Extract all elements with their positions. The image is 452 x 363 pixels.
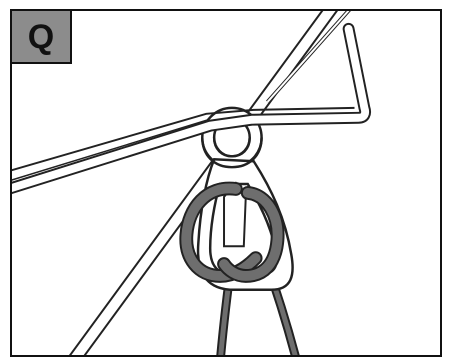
assembly-illustration (12, 11, 440, 355)
support-pole (72, 11, 334, 355)
wire-strut (268, 11, 354, 102)
step-letter: Q (28, 20, 54, 54)
step-badge: Q (12, 11, 72, 64)
instruction-panel: Q (10, 9, 442, 357)
